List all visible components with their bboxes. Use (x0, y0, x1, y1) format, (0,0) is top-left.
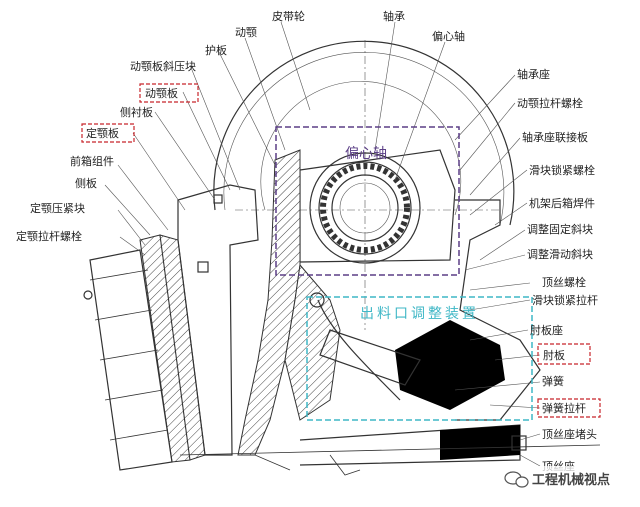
eccentric-shaft-drawing (299, 149, 456, 264)
label-spring: 弹簧 (542, 374, 564, 388)
watermark-text: 工程机械视点 (532, 472, 610, 488)
label-guard-plate: 护板 (205, 43, 227, 57)
discharge-adjust-box (306, 296, 533, 421)
highlight-box-fixed-jaw-plate (81, 123, 135, 143)
label-fixed-jaw-clamp-block: 定颚压紧块 (30, 201, 85, 215)
eccentric-shaft-annotation: 偏心轴 (345, 146, 387, 162)
belt-pulley-drawing (213, 40, 515, 330)
label-front-box-assembly: 前箱组件 (70, 154, 114, 168)
highlight-box-toggle-plate (537, 343, 591, 365)
label-toggle-seat: 肘板座 (530, 323, 563, 337)
leader-lines (104, 21, 541, 467)
label-side-liner: 侧衬板 (120, 105, 153, 119)
wechat-logo-icon (504, 471, 529, 488)
label-frame-rear-box-weld: 机架后箱焊件 (529, 196, 595, 210)
label-bearing: 轴承 (383, 9, 405, 23)
label-jack-screw-seat-plug: 顶丝座堵头 (542, 427, 597, 441)
label-slider-lock-rod: 滑块锁紧拉杆 (532, 293, 598, 307)
discharge-adjust-annotation: 出料口调整装置 (360, 306, 479, 322)
label-fixed-jaw-tie-bolt: 定颚拉杆螺栓 (16, 229, 82, 243)
label-movable-jaw: 动颚 (235, 26, 257, 39)
label-eccentric-shaft: 偏心轴 (432, 29, 465, 43)
eccentric-shaft-box (275, 126, 460, 276)
label-spring-rod: 弹簧拉杆 (542, 401, 586, 415)
label-adjust-fixed-wedge: 调整固定斜块 (527, 222, 593, 236)
label-bearing-seat-joint-plate: 轴承座联接板 (522, 130, 588, 144)
rear-frame-drawing (179, 199, 601, 476)
label-adjust-sliding-wedge: 调整滑动斜块 (527, 247, 593, 261)
front-box-drawing (83, 184, 259, 471)
movable-jaw-drawing (237, 149, 341, 471)
highlight-box-spring-rod (537, 398, 601, 418)
label-belt-pulley: 皮带轮 (272, 9, 305, 23)
watermark: 工程机械视点 (500, 466, 640, 490)
label-slider-lock-bolt: 滑块锁紧螺栓 (529, 163, 595, 177)
label-movable-jaw-plate: 动颚板 (145, 86, 178, 100)
label-bearing-seat: 轴承座 (517, 67, 550, 81)
label-movable-jaw-press-block: 动颚板斜压块 (130, 59, 196, 73)
label-jack-screw-bolt: 顶丝螺栓 (542, 275, 586, 289)
label-fixed-jaw-plate: 定颚板 (86, 126, 119, 140)
label-movable-jaw-tie-bolt: 动颚拉杆螺栓 (517, 96, 583, 110)
label-side-plate: 侧板 (75, 176, 97, 190)
label-toggle-plate: 肘板 (543, 348, 565, 362)
highlight-box-movable-jaw-plate (139, 83, 199, 103)
